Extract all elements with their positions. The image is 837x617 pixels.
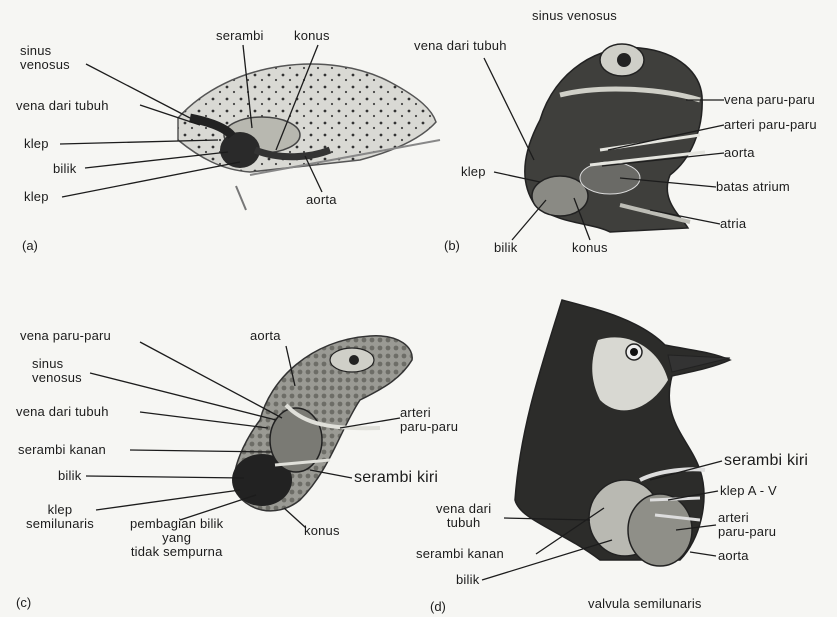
label-c-serambi-kanan: serambi kanan [18, 443, 106, 457]
label-c-pembagian-bilik: pembagian bilik yang tidak sempurna [130, 517, 223, 559]
label-a-vena-dari-tubuh: vena dari tubuh [16, 99, 109, 113]
fish-illustration [178, 64, 440, 210]
label-b-bilik: bilik [494, 241, 517, 255]
panel-c-id: (c) [16, 595, 31, 610]
label-d-bilik: bilik [456, 573, 479, 587]
panel-b-id: (b) [444, 238, 460, 253]
bird-illustration [515, 300, 730, 566]
label-b-sinus-venosus: sinus venosus [532, 9, 617, 23]
label-b-konus: konus [572, 241, 608, 255]
label-d-klep-av: klep A - V [720, 484, 777, 498]
label-a-klep-lower: klep [24, 190, 49, 204]
label-b-arteri-paru-paru: arteri paru-paru [724, 118, 817, 132]
panel-d-id: (d) [430, 599, 446, 614]
label-c-klep-semilunaris: klep semilunaris [26, 503, 94, 531]
label-b-vena-paru-paru: vena paru-paru [724, 93, 815, 107]
panel-a-id: (a) [22, 238, 38, 253]
label-d-serambi-kiri: serambi kiri [724, 452, 808, 470]
label-b-vena-dari-tubuh: vena dari tubuh [414, 39, 507, 53]
label-d-vena-dari-tubuh: vena dari tubuh [436, 502, 491, 530]
label-a-serambi: serambi [216, 29, 264, 43]
label-c-sinus-venosus: sinus venosus [32, 357, 82, 385]
label-a-klep-upper: klep [24, 137, 49, 151]
label-b-atria: atria [720, 217, 746, 231]
label-a-aorta: aorta [306, 193, 337, 207]
label-c-arteri-paru-paru: arteri paru-paru [400, 406, 458, 434]
label-a-bilik: bilik [53, 162, 76, 176]
label-c-bilik: bilik [58, 469, 81, 483]
label-c-vena-paru-paru: vena paru-paru [20, 329, 111, 343]
label-a-konus: konus [294, 29, 330, 43]
label-c-serambi-kiri: serambi kiri [354, 469, 438, 487]
label-b-klep: klep [461, 165, 486, 179]
frog-illustration [525, 44, 705, 232]
label-c-vena-dari-tubuh: vena dari tubuh [16, 405, 109, 419]
label-d-arteri-paru-paru: arteri paru-paru [718, 511, 776, 539]
label-c-aorta: aorta [250, 329, 281, 343]
label-d-serambi-kanan: serambi kanan [416, 547, 504, 561]
label-b-aorta: aorta [724, 146, 755, 160]
label-c-konus: konus [304, 524, 340, 538]
label-b-batas-atrium: batas atrium [716, 180, 790, 194]
label-a-sinus-venosus: sinus venosus [20, 44, 70, 72]
label-d-aorta: aorta [718, 549, 749, 563]
label-d-valvula-semilunaris: valvula semilunaris [588, 597, 702, 611]
